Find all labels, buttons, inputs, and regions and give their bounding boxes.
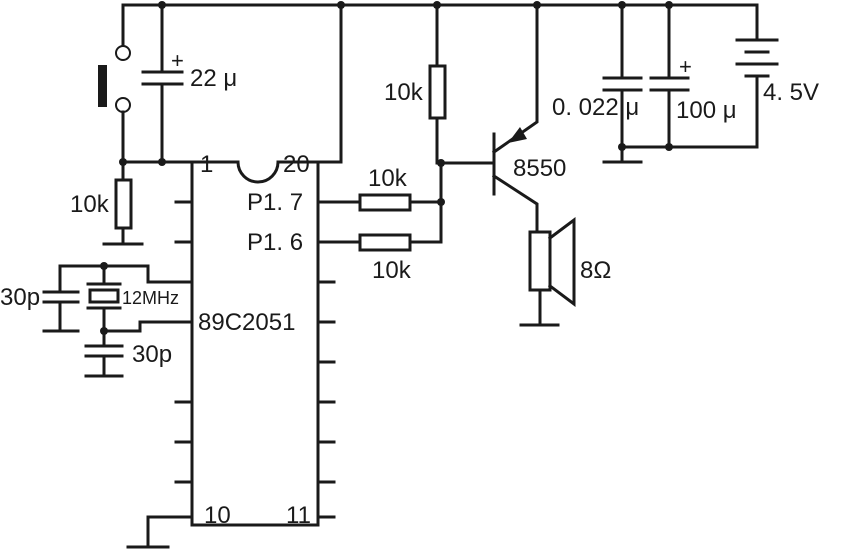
resistor-p16 [316, 233, 443, 252]
chip-pin-p17: P1. 7 [247, 189, 303, 216]
chip-name: 89C2051 [198, 309, 295, 336]
resistor-reset-label: 10k [70, 191, 110, 218]
speaker [519, 217, 576, 327]
speaker-label: 8Ω [580, 257, 611, 284]
resistor-pullup-label: 10k [384, 79, 424, 106]
capacitor-0022u-label: 0. 022 μ [552, 94, 639, 121]
capacitor-22u-label: 22 μ [190, 65, 237, 92]
resistor-p16-label: 10k [372, 257, 412, 284]
capacitor-30p-left-label: 30p [0, 284, 40, 311]
crystal-label: 12MHz [122, 288, 179, 308]
transistor-8550 [491, 3, 539, 234]
chip-pin-20: 20 [283, 151, 310, 178]
crystal-12mhz [86, 264, 122, 333]
battery-4v5 [735, 3, 779, 149]
reset-button [98, 3, 131, 164]
capacitor-100u-label: 100 μ [676, 97, 737, 124]
capacitor-0022u [602, 3, 643, 164]
resistor-p17-label: 10k [368, 165, 408, 192]
chip-pin-1: 1 [200, 151, 213, 178]
junction-p17 [437, 198, 445, 206]
junction-gnd-1 [618, 143, 626, 151]
capacitor-30p-bottom [84, 329, 124, 378]
capacitor-22u-plus: + [171, 48, 184, 73]
chip-pin-10: 10 [204, 502, 231, 529]
wire-pin10-ground [126, 515, 194, 549]
battery-label: 4. 5V [763, 79, 819, 106]
resistor-pullup [428, 3, 494, 165]
capacitor-30p-bottom-label: 30p [132, 341, 172, 368]
junction-gnd-2 [665, 143, 673, 151]
mcu-89c2051 [174, 160, 336, 527]
capacitor-30p-left [42, 264, 80, 333]
capacitor-100u [649, 3, 690, 149]
wire-xtal2 [102, 320, 194, 333]
chip-pin-11: 11 [286, 502, 311, 529]
capacitor-100u-plus: + [679, 54, 692, 79]
junction-cap22 [158, 158, 166, 166]
capacitor-22u [141, 3, 184, 164]
wire-xtal1 [58, 264, 194, 284]
chip-pin-p16: P1. 6 [247, 229, 303, 256]
resistor-p17 [316, 193, 443, 212]
wire-pin20 [316, 3, 343, 164]
resistor-reset [102, 160, 144, 246]
transistor-label: 8550 [513, 155, 566, 182]
